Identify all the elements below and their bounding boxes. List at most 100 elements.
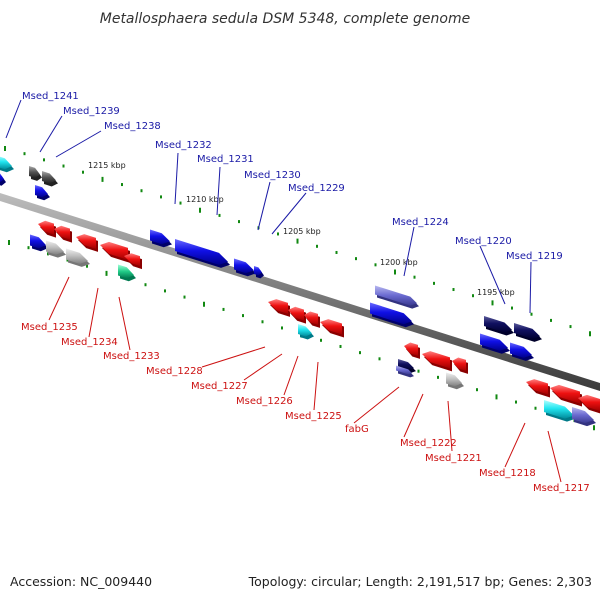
tick-mark xyxy=(417,369,420,373)
gene-arrow[interactable] xyxy=(572,407,596,427)
gene-label[interactable]: Msed_1241 xyxy=(22,91,79,102)
reverse-strand-genes xyxy=(30,220,600,427)
gene-arrow[interactable] xyxy=(175,239,230,268)
gene-label[interactable]: Msed_1239 xyxy=(63,106,120,117)
tick-mark xyxy=(335,250,338,254)
gene-arrow-face xyxy=(46,240,64,255)
gene-label[interactable]: Msed_1235 xyxy=(21,322,78,333)
accession-text: Accession: NC_009440 xyxy=(10,574,152,589)
gene-label[interactable]: Msed_1226 xyxy=(236,396,293,407)
forward-strand-genes xyxy=(0,156,542,361)
tick-mark xyxy=(413,275,416,279)
tick-mark xyxy=(569,325,572,329)
gene-arrow[interactable] xyxy=(544,400,576,422)
tick-mark xyxy=(433,281,435,285)
gene-label[interactable]: Msed_1219 xyxy=(506,251,563,262)
gene-arrow[interactable] xyxy=(304,311,320,328)
gene-arrow[interactable] xyxy=(298,324,314,340)
tick-mark xyxy=(476,388,478,392)
gene-arrow[interactable] xyxy=(404,342,420,359)
forward-gene-leaders xyxy=(5,99,532,314)
gene-label[interactable]: Msed_1228 xyxy=(146,366,203,377)
gene-arrow[interactable] xyxy=(254,266,264,279)
tick-mark xyxy=(452,288,455,292)
gene-label[interactable]: Msed_1225 xyxy=(285,411,342,422)
tick-mark xyxy=(105,270,108,276)
gene-label[interactable]: Msed_1217 xyxy=(533,483,590,494)
gene-arrow[interactable] xyxy=(288,306,306,324)
gene-arrow[interactable] xyxy=(550,384,582,407)
gene-arrow[interactable] xyxy=(480,333,510,354)
gene-label[interactable]: Msed_1224 xyxy=(392,217,449,228)
gene-arrow[interactable] xyxy=(118,264,136,282)
gene-arrow[interactable] xyxy=(510,342,534,361)
gene-label[interactable]: Msed_1238 xyxy=(104,121,161,132)
gene-arrow-face xyxy=(29,166,40,178)
scale-label: 1200 kbp xyxy=(380,258,418,267)
gene-arrow[interactable] xyxy=(526,379,550,398)
gene-arrow[interactable] xyxy=(446,372,464,390)
tick-mark xyxy=(199,207,201,213)
gene-arrow-face xyxy=(150,229,170,245)
gene-arrow-face xyxy=(422,351,450,369)
gene-arrow[interactable] xyxy=(42,171,58,187)
gene-arrow-face xyxy=(550,384,580,404)
gene-arrow[interactable] xyxy=(38,220,56,238)
gene-arrow[interactable] xyxy=(578,394,600,414)
gene-arrow[interactable] xyxy=(54,225,72,243)
gene-label[interactable]: Msed_1230 xyxy=(244,170,301,181)
gene-label[interactable]: Msed_1233 xyxy=(103,351,160,362)
gene-label[interactable]: Msed_1220 xyxy=(455,236,512,247)
gene-arrow[interactable] xyxy=(234,258,256,277)
tick-mark xyxy=(437,375,439,379)
gene-label[interactable]: fabG xyxy=(345,424,369,435)
gene-label[interactable]: Msed_1229 xyxy=(288,183,345,194)
tick-mark xyxy=(374,263,377,267)
gene-arrow[interactable] xyxy=(370,302,414,328)
scale-labels: 1215 kbp 1210 kbp 1205 kbp 1200 kbp 1195… xyxy=(88,161,515,297)
gene-arrow[interactable] xyxy=(150,229,172,248)
gene-arrow[interactable] xyxy=(514,323,542,342)
gene-label[interactable]: Msed_1232 xyxy=(155,140,212,151)
gene-arrow[interactable] xyxy=(452,357,468,374)
gene-arrow[interactable] xyxy=(124,253,142,270)
tick-mark xyxy=(515,400,517,404)
gene-arrow-face xyxy=(526,379,548,395)
gene-arrow[interactable] xyxy=(268,299,290,317)
gene-label[interactable]: Msed_1227 xyxy=(191,381,248,392)
gene-arrow[interactable] xyxy=(484,316,514,336)
gene-arrow-face xyxy=(398,359,414,371)
gene-arrow[interactable] xyxy=(46,240,66,258)
gene-arrow-face xyxy=(298,324,312,337)
gene-arrow-face xyxy=(544,400,574,419)
gene-arrow[interactable] xyxy=(422,351,452,372)
tick-mark xyxy=(534,406,537,410)
gene-arrow[interactable] xyxy=(396,365,414,378)
tick-mark xyxy=(164,289,166,293)
tick-mark xyxy=(8,240,10,245)
gene-arrow[interactable] xyxy=(30,234,48,252)
gene-arrow[interactable] xyxy=(100,241,130,263)
gene-arrow[interactable] xyxy=(35,185,50,201)
tick-mark xyxy=(62,164,65,168)
gene-arrow-face xyxy=(175,239,228,265)
gene-label[interactable]: Msed_1218 xyxy=(479,468,536,479)
gene-label[interactable]: Msed_1222 xyxy=(400,438,457,449)
tick-mark xyxy=(359,351,361,355)
gene-arrow[interactable] xyxy=(29,166,42,181)
gene-arrow[interactable] xyxy=(375,285,419,309)
tick-mark xyxy=(160,195,162,199)
gene-label[interactable]: Msed_1234 xyxy=(61,337,118,348)
gene-label[interactable]: Msed_1221 xyxy=(425,453,482,464)
gene-arrow[interactable] xyxy=(76,234,98,252)
gene-arrow[interactable] xyxy=(320,319,344,338)
gene-label[interactable]: Msed_1231 xyxy=(197,154,254,165)
gene-arrow-face xyxy=(0,156,12,170)
gene-arrow-face xyxy=(304,311,318,325)
gene-arrow[interactable] xyxy=(66,248,90,267)
gene-arrow[interactable] xyxy=(0,171,6,186)
tick-mark xyxy=(121,183,123,187)
tick-mark xyxy=(66,258,69,262)
gene-arrow[interactable] xyxy=(0,156,14,173)
